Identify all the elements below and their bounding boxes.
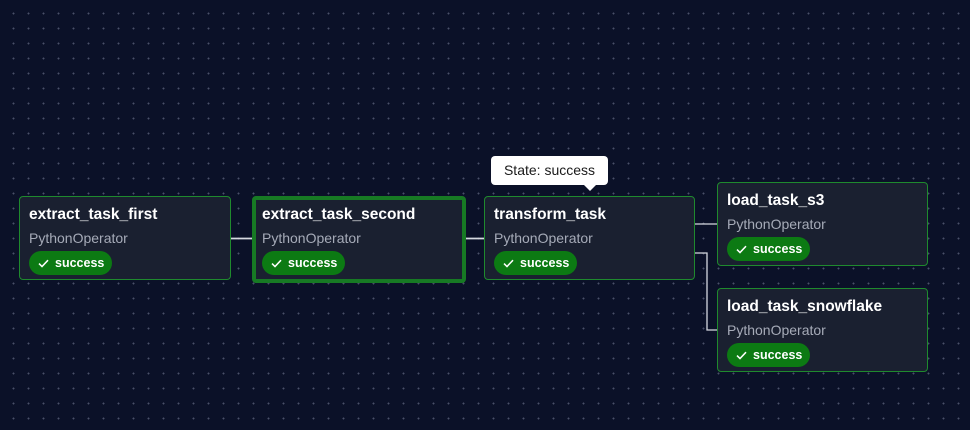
status-badge: success [29,251,113,275]
status-label: success [520,256,570,270]
status-badge: success [727,237,811,261]
check-icon [736,245,747,254]
task-title: load_task_snowflake [727,298,883,315]
tooltip-arrow [583,184,597,191]
status-label: success [753,348,803,362]
status-badge: success [727,343,811,367]
check-icon [503,259,514,268]
task-operator: PythonOperator [494,230,593,246]
task-node-extract-task-second[interactable]: extract_task_second PythonOperator succe… [252,196,466,283]
task-operator: PythonOperator [727,322,826,338]
status-label: success [288,256,338,270]
task-title: extract_task_first [29,206,158,223]
state-tooltip: State: success [491,156,608,185]
task-operator: PythonOperator [29,230,128,246]
task-title: transform_task [494,206,606,223]
task-node-load-task-snowflake[interactable]: load_task_snowflake PythonOperator succe… [717,288,928,372]
task-title: load_task_s3 [727,192,825,209]
task-operator: PythonOperator [262,230,361,246]
task-operator: PythonOperator [727,216,826,232]
task-node-transform-task[interactable]: transform_task PythonOperator success [484,196,695,280]
status-badge: success [494,251,578,275]
status-label: success [753,242,803,256]
check-icon [38,259,49,268]
edge-transform-to-load-snowflake [695,252,717,331]
status-badge: success [262,251,346,275]
task-title: extract_task_second [262,206,416,223]
check-icon [271,259,282,268]
status-label: success [55,256,105,270]
task-node-load-task-s3[interactable]: load_task_s3 PythonOperator success [717,182,928,266]
task-node-extract-task-first[interactable]: extract_task_first PythonOperator succes… [19,196,231,280]
check-icon [736,351,747,360]
